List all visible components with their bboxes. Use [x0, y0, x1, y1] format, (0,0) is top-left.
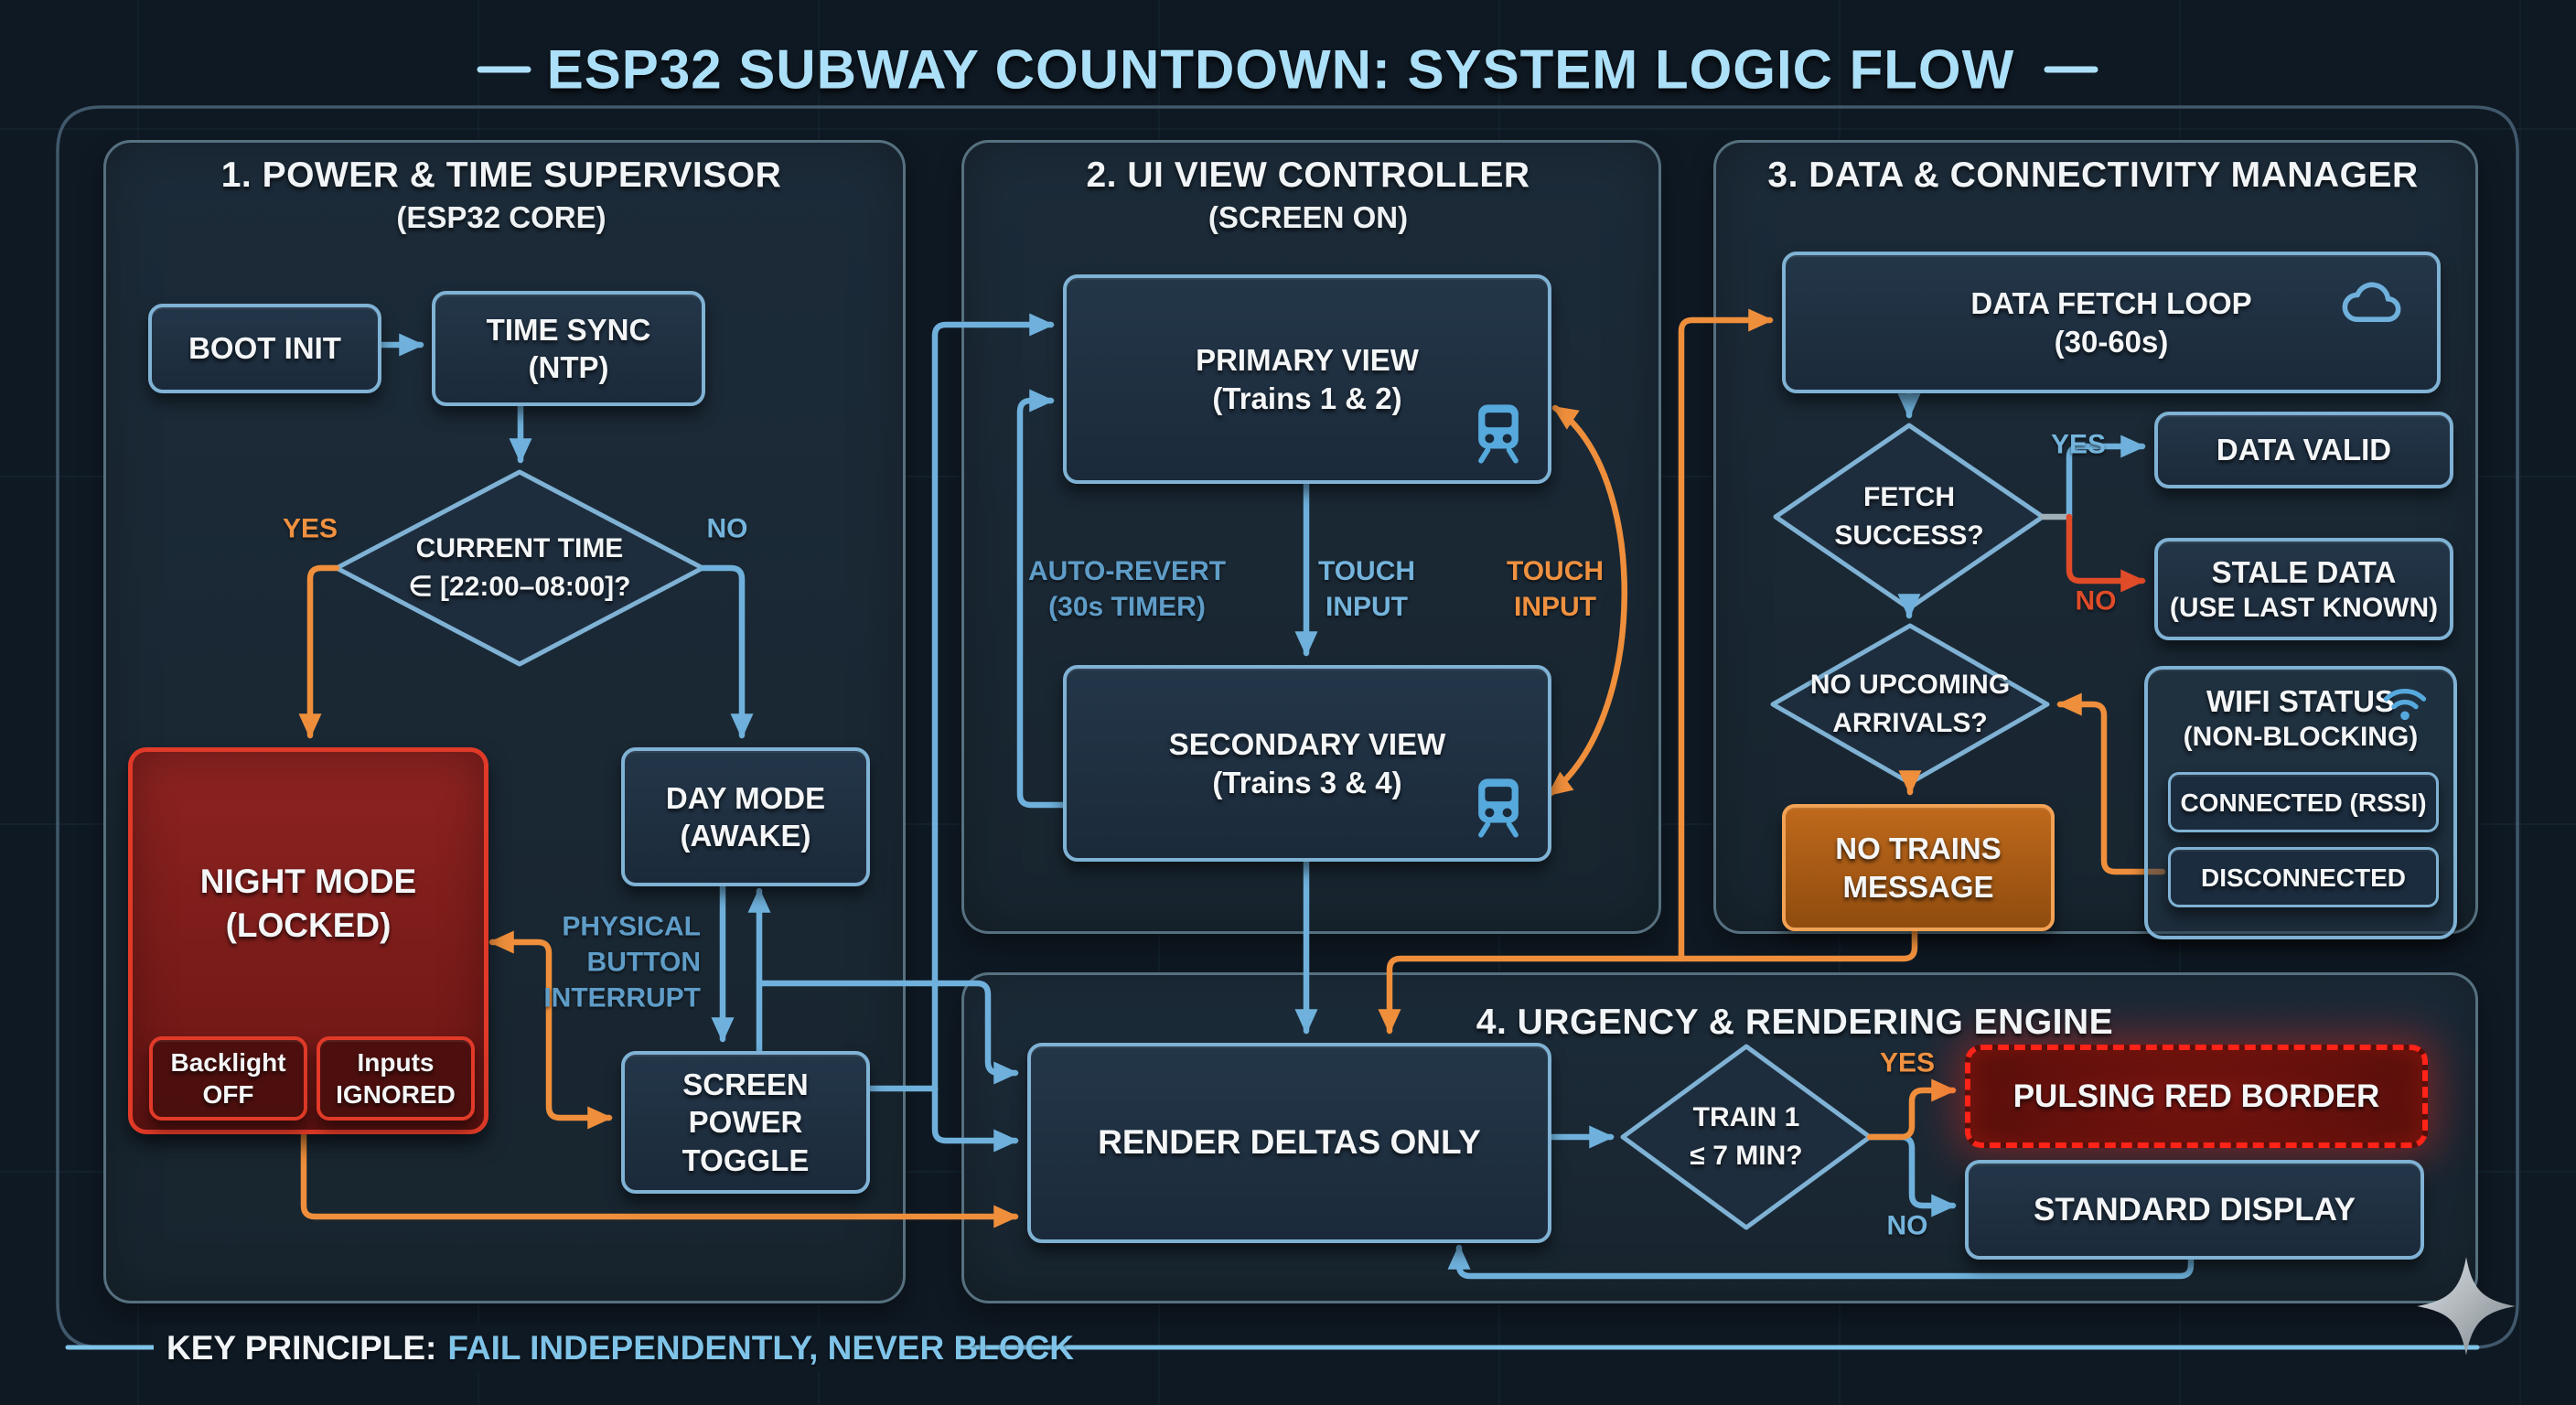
node-inputs-ignored: Inputs IGNORED — [317, 1036, 475, 1121]
train-icon — [1466, 400, 1530, 466]
time-sync-label: TIME SYNC — [486, 312, 651, 347]
panel1-title: 1. POWER & TIME SUPERVISOR — [220, 156, 782, 195]
node-backlight-off: Backlight OFF — [149, 1036, 307, 1121]
page-title: ESP32 SUBWAY COUNTDOWN: SYSTEM LOGIC FLO… — [546, 38, 2015, 101]
sparkle-logo-icon — [2415, 1255, 2517, 1357]
panel2-title: 2. UI VIEW CONTROLLER — [1086, 156, 1530, 195]
node-night-mode: NIGHT MODE (LOCKED) Backlight OFF Inputs… — [128, 747, 488, 1134]
time-sync-sublabel: (NTP) — [528, 350, 609, 384]
node-render-deltas: RENDER DELTAS ONLY — [1027, 1043, 1551, 1243]
wifi-status-sublabel: (NON-BLOCKING) — [2183, 722, 2419, 753]
label-time-yes: YES — [282, 513, 338, 544]
cloud-icon — [2338, 273, 2410, 329]
node-data-fetch-loop: DATA FETCH LOOP (30-60s) — [1782, 252, 2441, 393]
night-mode-label: NIGHT MODE — [199, 863, 417, 900]
panel2-subtitle: (SCREEN ON) — [1208, 200, 1409, 234]
label-physical-button-interrupt: PHYSICAL BUTTON INTERRUPT — [543, 911, 701, 1014]
node-stale-data: STALE DATA (USE LAST KNOWN) — [2154, 538, 2453, 640]
node-pulsing-red-border: PULSING RED BORDER — [1965, 1045, 2428, 1148]
node-standard-display: STANDARD DISPLAY — [1965, 1160, 2424, 1260]
label-auto-revert: AUTO-REVERT (30s TIMER) — [1027, 556, 1227, 622]
node-primary-view: PRIMARY VIEW (Trains 1 & 2) — [1063, 274, 1551, 484]
label-touch-input-blue: TOUCH INPUT — [1317, 556, 1416, 622]
key-principle-label: KEY PRINCIPLE: — [166, 1329, 437, 1367]
panel1-subtitle: (ESP32 CORE) — [396, 200, 606, 234]
decision-no-upcoming-arrivals — [1770, 623, 2050, 786]
node-no-trains-message: NO TRAINS MESSAGE — [1782, 804, 2055, 931]
key-principle: KEY PRINCIPLE: FAIL INDEPENDENTLY, NEVER… — [154, 1325, 1074, 1372]
node-screen-power-toggle: SCREEN POWER TOGGLE — [621, 1051, 870, 1194]
node-day-mode: DAY MODE (AWAKE) — [621, 747, 870, 886]
wifi-status-label: WIFI STATUS — [2206, 684, 2395, 718]
node-wifi-disconnected: DISCONNECTED — [2168, 847, 2439, 907]
no-upcoming-arrivals-text: NO UPCOMING ARRIVALS? — [1809, 670, 2011, 738]
node-wifi-connected: CONNECTED (RSSI) — [2168, 772, 2439, 832]
wifi-icon — [2378, 681, 2431, 726]
current-time-text: CURRENT TIME ∈ [22:00–08:00]? — [408, 533, 631, 602]
node-boot-init: BOOT INIT — [148, 304, 381, 393]
label-touch-input-orange: TOUCH INPUT — [1506, 556, 1605, 622]
night-mode-sublabel: (LOCKED) — [225, 906, 392, 945]
train1-urgency-text: TRAIN 1 ≤ 7 MIN? — [1690, 1102, 1803, 1171]
panel4-title: 4. URGENCY & RENDERING ENGINE — [1476, 1003, 2114, 1042]
node-data-valid: DATA VALID — [2154, 412, 2453, 488]
node-secondary-view: SECONDARY VIEW (Trains 3 & 4) — [1063, 665, 1551, 862]
label-fetch-no: NO — [2075, 585, 2117, 617]
fetch-success-text: FETCH SUCCESS? — [1834, 482, 1984, 551]
label-train-yes: YES — [1879, 1047, 1936, 1078]
train-icon — [1466, 774, 1530, 840]
boot-init-label: BOOT INIT — [188, 331, 341, 366]
label-time-no: NO — [706, 513, 748, 544]
node-time-sync: TIME SYNC (NTP) — [432, 291, 705, 406]
panel3-title: 3. DATA & CONNECTIVITY MANAGER — [1767, 156, 2419, 195]
key-principle-value: FAIL INDEPENDENTLY, NEVER BLOCK — [447, 1329, 1074, 1367]
label-fetch-yes: YES — [2050, 429, 2107, 460]
label-train-no: NO — [1886, 1210, 1928, 1241]
